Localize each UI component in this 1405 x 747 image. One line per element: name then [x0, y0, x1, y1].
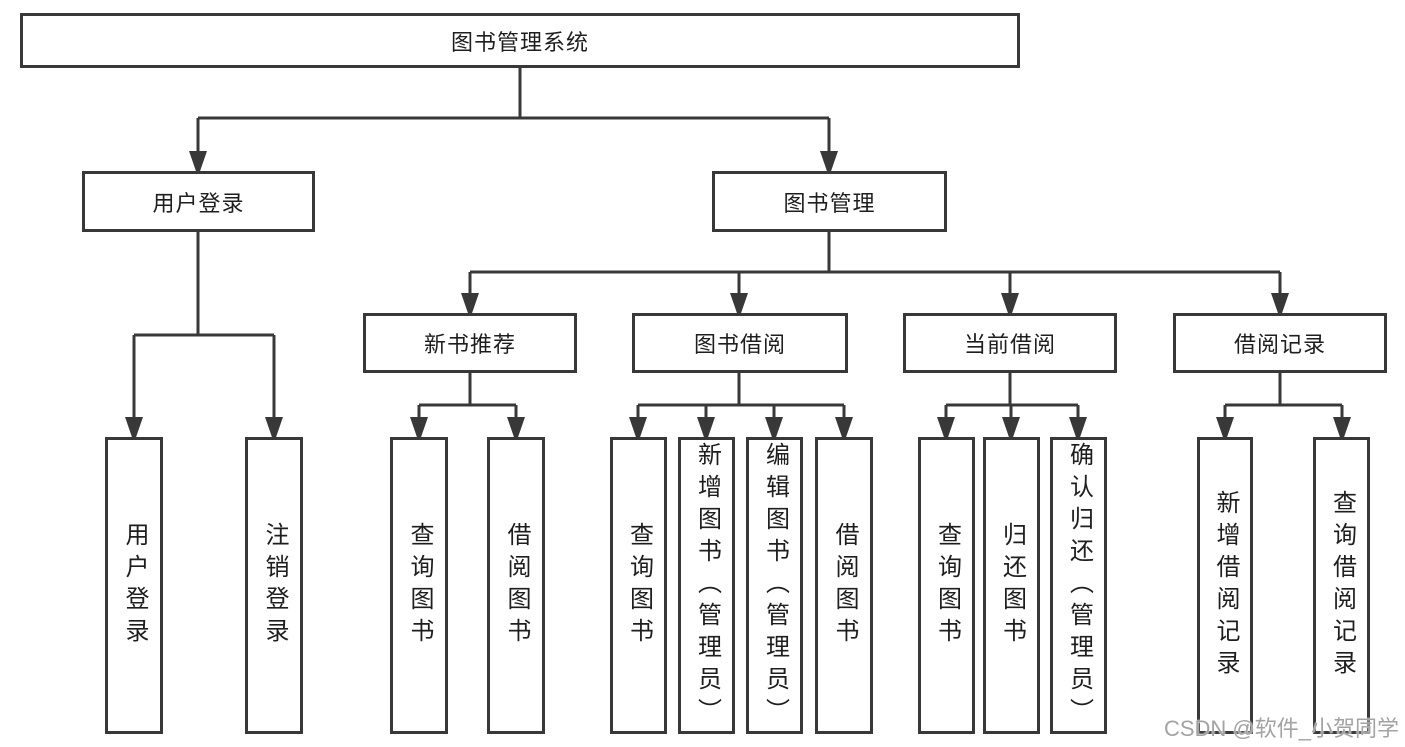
leaf-query-books-recommend: 查询图书: [390, 437, 448, 734]
leaf-confirm-return-admin: 确认归还（管理员）: [1050, 437, 1107, 734]
node-label: 注销登录: [261, 521, 288, 650]
leaf-add-book-admin: 新增图书（管理员）: [678, 437, 735, 734]
node-label: 图书管理系统: [450, 29, 589, 55]
node-label: 确认归还（管理员）: [1065, 441, 1093, 730]
leaf-user-login: 用户登录: [105, 437, 163, 734]
node-root: 图书管理系统: [20, 13, 1020, 68]
node-label: 借阅记录: [1233, 332, 1326, 357]
node-book-borrow: 图书借阅: [632, 313, 848, 373]
leaf-return-book: 归还图书: [983, 437, 1040, 734]
node-borrow-records: 借阅记录: [1173, 313, 1387, 373]
node-label: 查询图书: [406, 521, 433, 650]
leaf-borrow-books: 借阅图书: [815, 437, 873, 734]
node-label: 归还图书: [998, 521, 1026, 650]
node-label: 新增借阅记录: [1212, 489, 1239, 682]
node-label: 用户登录: [121, 521, 148, 650]
node-label: 查询图书: [625, 521, 653, 650]
node-book-management: 图书管理: [712, 171, 947, 232]
watermark: CSDN @软件_小贺同学: [1163, 716, 1399, 741]
node-user-login: 用户登录: [82, 171, 315, 232]
node-label: 新增图书（管理员）: [693, 441, 721, 730]
leaf-edit-book-admin: 编辑图书（管理员）: [746, 437, 803, 734]
leaf-borrow-books-recommend: 借阅图书: [487, 437, 545, 734]
node-label: 用户登录: [152, 190, 245, 216]
node-label: 查询图书: [933, 521, 961, 650]
node-label: 查询借阅记录: [1328, 489, 1356, 682]
node-new-book-recommend: 新书推荐: [363, 313, 577, 373]
leaf-query-borrow-record: 查询借阅记录: [1313, 437, 1370, 734]
node-label: 编辑图书（管理员）: [761, 441, 789, 730]
node-label: 图书管理: [783, 190, 876, 216]
node-label: 当前借阅: [963, 332, 1056, 357]
node-label: 借阅图书: [831, 521, 858, 650]
node-label: 借阅图书: [503, 521, 530, 650]
node-current-borrow: 当前借阅: [903, 313, 1117, 373]
leaf-query-books-current: 查询图书: [918, 437, 975, 734]
node-label: 图书借阅: [693, 332, 786, 357]
leaf-query-books-borrow: 查询图书: [610, 437, 667, 734]
node-label: 新书推荐: [423, 332, 516, 357]
leaf-add-borrow-record: 新增借阅记录: [1197, 437, 1253, 734]
leaf-logout: 注销登录: [245, 437, 303, 734]
